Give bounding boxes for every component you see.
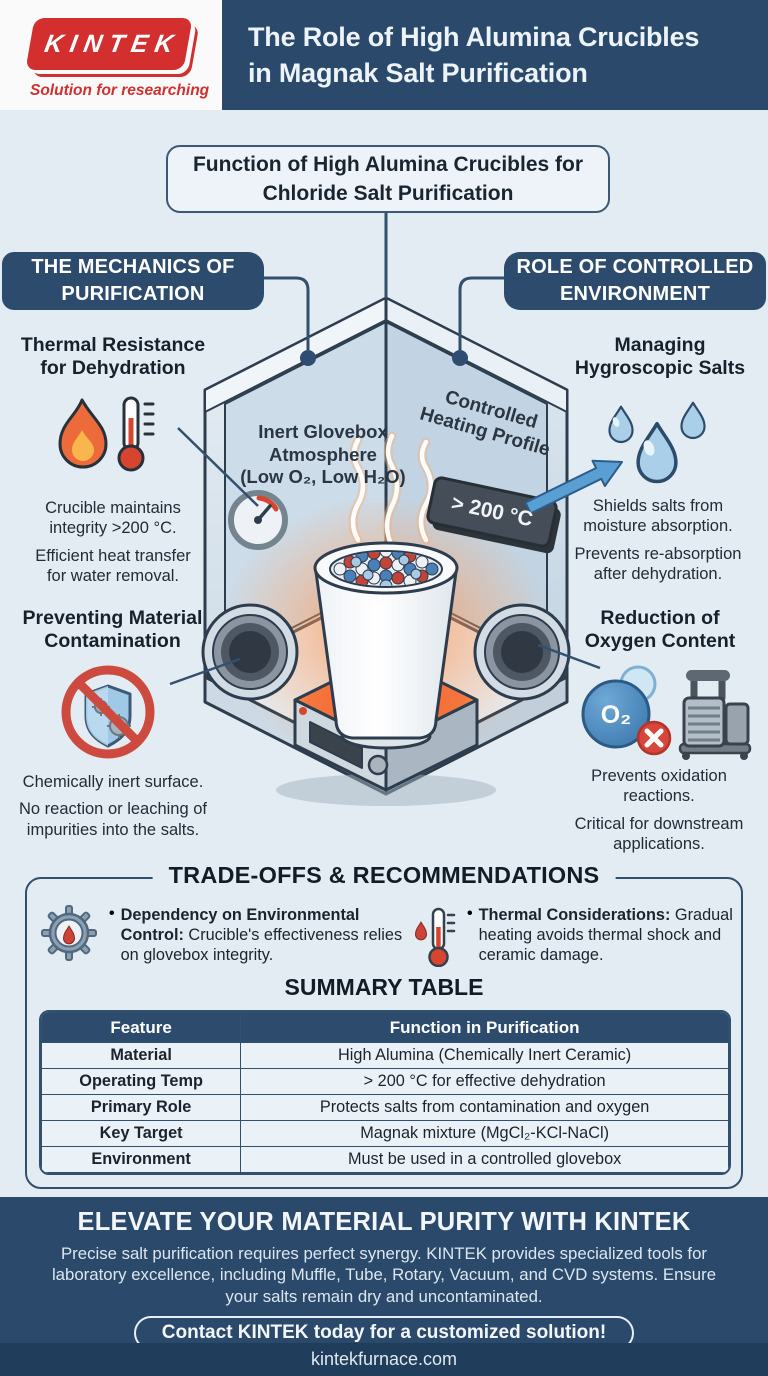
tradeoffs-items: • Dependency on Environmental Control: C…: [41, 905, 733, 967]
glovebox-illustration: [169, 213, 623, 806]
salt-beads: [333, 552, 439, 586]
table-cell: Environment: [41, 1146, 242, 1173]
table-header-row: Feature Function in Purification: [41, 1012, 729, 1043]
table-row: Primary Role Protects salts from contami…: [41, 1094, 729, 1121]
summary-table-title: SUMMARY TABLE: [284, 974, 484, 1000]
oxygen-pump-icon: O₂: [581, 665, 752, 760]
col-header-function: Function in Purification: [240, 1012, 729, 1043]
hygroscopic-line1: Shields salts from moisture absorption.: [583, 497, 733, 536]
col-header-feature: Feature: [41, 1012, 242, 1043]
title-panel: The Role of High Alumina Crucibles in Ma…: [222, 0, 768, 110]
page-title: The Role of High Alumina Crucibles in Ma…: [248, 21, 700, 88]
table-row: Environment Must be used in a controlled…: [41, 1146, 729, 1173]
hygroscopic-text: Shields salts from moisture absorption. …: [552, 496, 764, 592]
tradeoffs-title: TRADE-OFFS & RECOMMENDATIONS: [152, 862, 616, 889]
tradeoff-text: Thermal Considerations: Gradual heating …: [479, 905, 741, 966]
summary-table: Feature Function in Purification Materia…: [39, 1010, 731, 1175]
logo-panel: KINTEK Solution for researching: [0, 0, 222, 110]
function-box: Function of High Alumina Crucibles for C…: [166, 145, 610, 213]
tradeoff-item: • Dependency on Environmental Control: C…: [41, 905, 413, 967]
no-contamination-icon: [61, 665, 155, 759]
tradeoff-lead: Thermal Considerations:: [478, 906, 671, 924]
table-cell: Primary Role: [41, 1094, 242, 1121]
heat-waves: [348, 431, 436, 551]
table-row: Material High Alumina (Chemically Inert …: [41, 1042, 729, 1069]
tradeoff-rest: Crucible's effectiveness relies on glove…: [120, 926, 403, 965]
bullet: •: [467, 905, 473, 922]
crucible: [313, 541, 459, 750]
thermal-text: Crucible maintains integrity >200 °C. Ef…: [8, 498, 218, 594]
oxygen-line1: Prevents oxidation reactions.: [591, 767, 727, 806]
tradeoffs-section: TRADE-OFFS & RECOMMENDATIONS: [25, 862, 743, 1189]
o2-label: O₂: [601, 701, 632, 729]
tradeoff-text: Dependency on Environmental Control: Cru…: [121, 905, 413, 966]
hygroscopic-line2: Prevents re-absorption after dehydration…: [574, 544, 742, 584]
logo-text: KINTEK: [42, 29, 183, 58]
thermometer-drop-icon: [414, 907, 456, 967]
footer-heading: ELEVATE YOUR MATERIAL PURITY WITH KINTEK: [77, 1208, 691, 1236]
kintek-logo: KINTEK: [25, 18, 193, 70]
table-cell: Must be used in a controlled glovebox: [240, 1146, 729, 1173]
tradeoff-item: • Thermal Considerations: Gradual heatin…: [413, 905, 741, 967]
table-cell: High Alumina (Chemically Inert Ceramic): [240, 1042, 729, 1069]
header: KINTEK Solution for researching The Role…: [0, 0, 768, 110]
tradeoff-lead: Dependency on Environmental Control:: [120, 906, 360, 945]
table-cell: Protects salts from contamination and ox…: [240, 1094, 729, 1121]
callout-lines: [169, 427, 601, 686]
logo-tagline: Solution for researching: [30, 82, 210, 99]
tradeoff-rest: Gradual heating avoids thermal shock and…: [478, 906, 733, 965]
table-cell: Material: [41, 1042, 242, 1069]
footer-cta-section: ELEVATE YOUR MATERIAL PURITY WITH KINTEK…: [0, 1197, 768, 1350]
gear-drop-icon: [41, 905, 97, 961]
heading-thermal-resistance: Thermal Resistance for Dehydration: [20, 334, 206, 380]
table-cell: > 200 °C for effective dehydration: [240, 1068, 729, 1095]
temp-panel: [426, 476, 561, 554]
contamination-line2: No reaction or leaching of impurities in…: [18, 800, 208, 839]
table-row: Operating Temp > 200 °C for effective de…: [41, 1068, 729, 1095]
water-drops-icon: [608, 401, 706, 484]
website-link[interactable]: kintekfurnace.com: [0, 1343, 768, 1376]
footer-body: Precise salt purification requires perfe…: [51, 1244, 717, 1306]
vacuum-pump: [678, 670, 752, 760]
contamination-line1: Chemically inert surface.: [22, 773, 204, 791]
thermal-line2: Efficient heat transfer for water remova…: [35, 546, 191, 586]
flame-thermometer-icon: [58, 396, 155, 472]
connector-dot-left: [300, 350, 316, 366]
heading-hygroscopic: Managing Hygroscopic Salts: [574, 334, 746, 380]
contamination-text: Chemically inert surface. No reaction or…: [2, 772, 224, 847]
table-cell: Key Target: [41, 1120, 242, 1147]
table-row: Key Target Magnak mixture (MgCl₂-KCl-NaC…: [41, 1120, 729, 1147]
arrow-to-drops: [524, 459, 623, 515]
oxygen-text: Prevents oxidation reactions. Critical f…: [556, 766, 762, 862]
heading-contamination: Preventing Material Contamination: [22, 607, 203, 653]
atmosphere-label: Inert Glovebox Atmosphere (Low O₂, Low H…: [240, 421, 406, 488]
heading-oxygen: Reduction of Oxygen Content: [584, 607, 736, 653]
thermal-line1: Crucible maintains integrity >200 °C.: [45, 499, 181, 538]
oxygen-line2: Critical for downstream applications.: [574, 814, 744, 854]
connector-dot-right: [452, 350, 468, 366]
glove-port-left: [201, 603, 299, 701]
table-cell: Magnak mixture (MgCl₂-KCl-NaCl): [240, 1120, 729, 1147]
table-cell: Operating Temp: [41, 1068, 242, 1095]
pressure-gauge-icon: [228, 490, 288, 550]
glove-port-right: [473, 603, 571, 701]
connector-lines: [263, 213, 505, 350]
bullet: •: [109, 905, 115, 922]
banner-mechanics: THE MECHANICS OF PURIFICATION: [2, 252, 264, 310]
banner-environment: ROLE OF CONTROLLED ENVIRONMENT: [504, 252, 766, 310]
